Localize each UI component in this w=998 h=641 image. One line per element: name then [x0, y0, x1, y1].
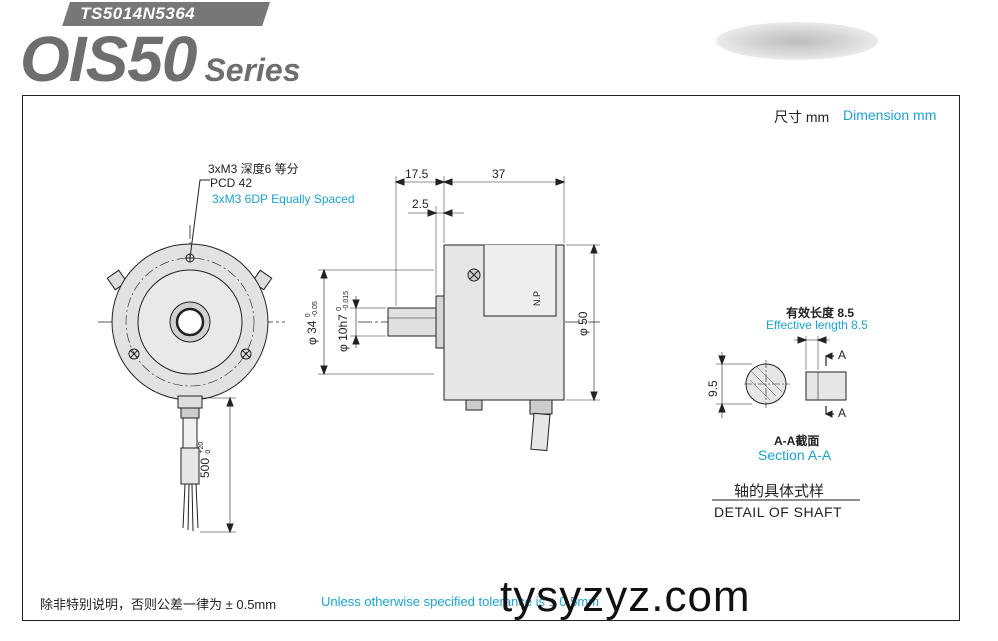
dim-2-5: 2.5	[412, 197, 429, 211]
mount-note-en: 3xM3 6DP Equally Spaced	[212, 192, 355, 206]
units-en: Dimension mm	[843, 107, 937, 123]
shaft-tolerance: 0-0.015	[336, 290, 350, 311]
pilot-diameter-dim: φ 34 0-0.05	[305, 301, 319, 345]
pcd-label: PCD 42	[210, 176, 253, 190]
dim-37: 37	[492, 167, 506, 181]
tolerance-note-cn: 除非特别说明，否则公差一律为 ± 0.5mm	[40, 597, 277, 612]
series-suffix: Series	[204, 52, 301, 88]
drawing-frame	[22, 95, 960, 621]
flat-dim: 9.5	[706, 380, 720, 397]
shaft-diameter-dim: φ 10h7 0-0.015	[336, 291, 350, 352]
shaft-detail	[712, 336, 860, 501]
detail-title-cn: 轴的具体式样	[734, 483, 825, 500]
product-photo	[716, 22, 878, 60]
effective-length-cn: 有效长度 8.5	[786, 306, 855, 320]
tolerance-note-en: Unless otherwise specified tolerance is …	[321, 594, 600, 609]
body-diameter-dim: φ 50	[576, 311, 590, 336]
section-mark-bottom: A	[838, 406, 847, 420]
mount-note-cn: 3xM3 深度6 等分	[208, 162, 299, 176]
pilot-tolerance: 0-0.05	[305, 301, 319, 318]
dim-17-5: 17.5	[405, 167, 429, 181]
detail-title-en: DETAIL OF SHAFT	[714, 504, 843, 520]
watermark: tysyzyz.com	[500, 572, 751, 621]
effective-length-en: Effective length 8.5	[766, 318, 868, 332]
pilot-diameter-value: φ 34	[305, 320, 319, 345]
series-name: OIS50	[20, 23, 197, 95]
side-view	[318, 176, 600, 452]
units-cn: 尺寸 mm	[774, 109, 830, 125]
cable-length-value: 500	[198, 457, 212, 478]
section-mark-top: A	[838, 348, 847, 362]
front-view	[98, 179, 285, 534]
section-title-cn: A-A截面	[774, 434, 820, 448]
section-title-en: Section A-A	[758, 447, 832, 463]
shaft-diameter-value: φ 10h7	[336, 314, 350, 352]
nameplate-label: N.P	[532, 290, 542, 306]
